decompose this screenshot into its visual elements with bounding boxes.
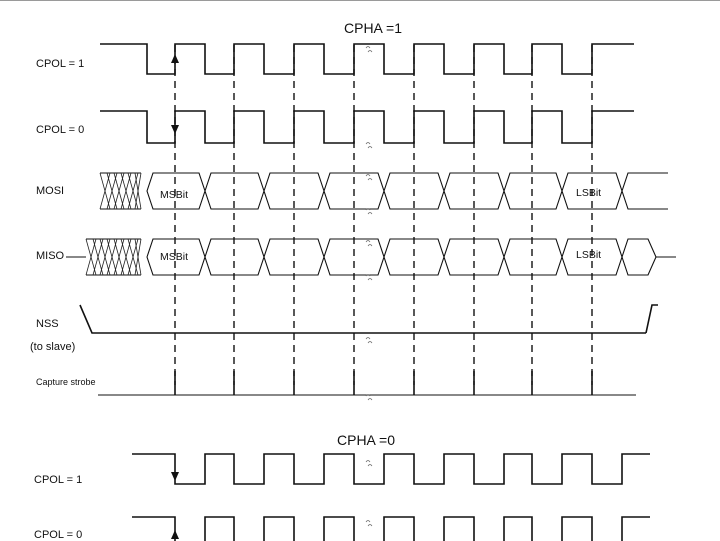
break-mark-1 [365,46,373,53]
miso-msbit-label: MSBit [160,251,188,263]
mosi-data-cells [146,172,623,210]
miso-lsbit-label: LSBit [576,249,601,261]
break-mark-5 [365,240,373,247]
cpol1-edge-arrow [171,54,179,63]
miso-tail [621,238,657,276]
cpha0-cpol0-clock-wave [132,516,650,541]
miso-data-cells [146,238,623,276]
break-mark-10 [365,520,373,527]
mosi-msbit-label: MSBit [160,189,188,201]
break-mark-3 [365,174,373,181]
nss-rise [645,304,658,334]
label-nss: NSS [36,318,59,330]
cpha0-cpol1-clock-wave [132,453,650,485]
miso-hatch-stroke [134,238,142,276]
break-mark-9 [365,460,373,467]
cpha0-title: CPHA =0 [337,432,395,448]
mosi-tail [621,172,668,210]
cpol0-clock-wave [100,110,634,144]
break-mark-8 [365,394,373,401]
label-mosi: MOSI [36,185,64,197]
waveforms [66,43,676,541]
cpha0-cpol1-edge-arrow [171,472,179,481]
break-marks [365,46,373,527]
mosi-lsbit-label: LSBit [576,187,601,199]
break-mark-2 [365,142,373,149]
nss-wave [79,304,646,334]
label-cpol0: CPOL = 0 [36,124,84,136]
cpha0-cpol0-edge-arrow [171,530,179,539]
cpha1-title: CPHA =1 [344,20,402,36]
label-miso: MISO [36,250,65,262]
cpol0-edge-arrow [171,125,179,134]
mosi-hatch-stroke [134,172,142,210]
label-cpol1: CPOL = 1 [36,58,84,70]
cpol1-clock-wave [100,43,634,75]
break-mark-6 [365,274,373,281]
guide-lines [174,45,593,385]
label-cpol1-cpha0: CPOL = 1 [34,474,82,486]
label-nss-to-slave: (to slave) [30,341,75,353]
break-mark-4 [365,208,373,215]
break-mark-7 [365,337,373,344]
label-capture-strobe: Capture strobe [36,377,96,387]
label-cpol0-cpha0: CPOL = 0 [34,529,82,541]
